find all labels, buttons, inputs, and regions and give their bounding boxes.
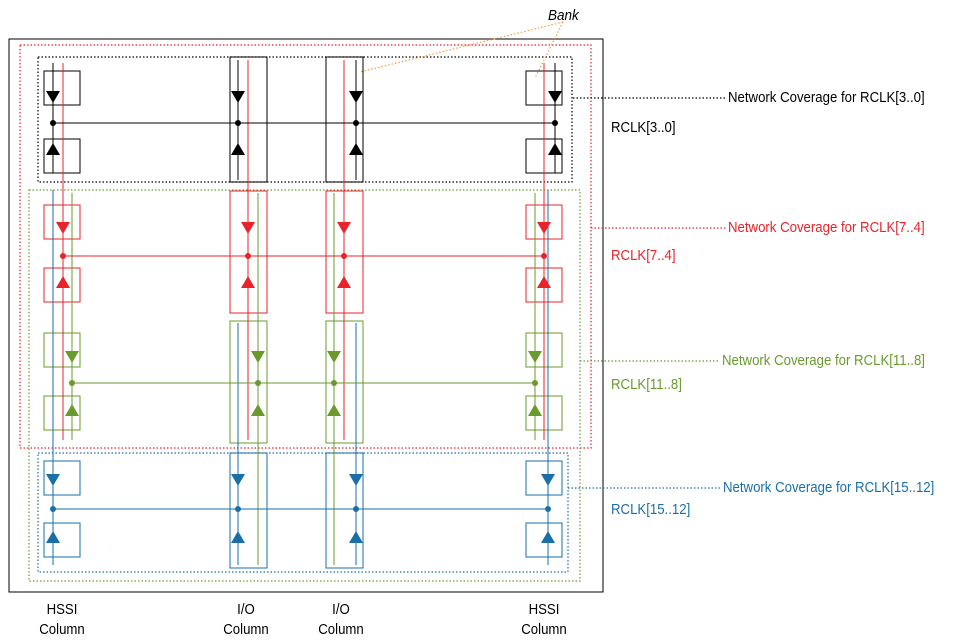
hssi-bank-box xyxy=(43,522,81,558)
clock-buffer-arrows-black xyxy=(46,91,562,155)
rclk-label-3-0: RCLK[3..0] xyxy=(611,119,676,136)
coverage-region-rclk-11-8 xyxy=(28,189,581,582)
hssi-bank-box xyxy=(43,204,81,240)
rclk-line-15-12 xyxy=(50,506,551,512)
hssi-bank-box xyxy=(525,522,563,558)
column-label-line1: HSSI xyxy=(46,601,78,618)
clock-lines-hssi-left xyxy=(52,63,73,565)
rclk-line-7-4 xyxy=(60,253,547,259)
rclk-label-7-4: RCLK[7..4] xyxy=(611,247,676,264)
column-label-io-2: I/O Column xyxy=(306,600,376,640)
rclk-label-15-12: RCLK[15..12] xyxy=(611,501,691,518)
rclk-line-3-0 xyxy=(50,120,558,126)
hssi-bank-box xyxy=(43,70,81,106)
hssi-bank-box xyxy=(43,138,81,174)
column-label-line2: Column xyxy=(223,621,269,638)
coverage-label-rclk-7-4: Network Coverage for RCLK[7..4] xyxy=(728,219,925,236)
hssi-bank-box xyxy=(43,267,81,303)
coverage-region-rclk-15-12 xyxy=(37,452,569,573)
coverage-label-rclk-15-12: Network Coverage for RCLK[15..12] xyxy=(723,479,935,496)
rclk-label-11-8: RCLK[11..8] xyxy=(611,376,682,393)
io-column-box-blue xyxy=(229,452,268,569)
column-label-line1: I/O xyxy=(237,601,255,618)
coverage-label-rclk-3-0: Network Coverage for RCLK[3..0] xyxy=(728,89,925,106)
coverage-region-rclk-3-0 xyxy=(37,56,573,183)
io-column-box-blue xyxy=(325,452,364,569)
device-border xyxy=(8,38,604,593)
hssi-bank-box xyxy=(43,332,81,368)
rclk-line-11-8 xyxy=(69,380,538,386)
column-label-line2: Column xyxy=(39,621,85,638)
column-label-line2: Column xyxy=(521,621,567,638)
column-label-io-1: I/O Column xyxy=(211,600,281,640)
column-label-hssi-left: HSSI Column xyxy=(27,600,97,640)
column-label-line2: Column xyxy=(318,621,364,638)
bank-label: Bank xyxy=(548,7,579,24)
bank-leader-lines xyxy=(359,21,564,79)
column-label-line1: HSSI xyxy=(528,601,560,618)
clock-buffer-arrows-red xyxy=(56,222,551,288)
hssi-bank-box xyxy=(43,395,81,431)
coverage-region-rclk-7-4 xyxy=(19,44,592,449)
clock-buffer-arrows-blue xyxy=(46,474,555,543)
hssi-bank-box xyxy=(525,460,563,496)
clock-buffer-arrows-green xyxy=(65,351,542,416)
column-label-line1: I/O xyxy=(332,601,350,618)
clock-lines-hssi-right xyxy=(534,63,556,565)
hssi-bank-box xyxy=(43,460,81,496)
column-label-hssi-right: HSSI Column xyxy=(509,600,579,640)
coverage-label-rclk-11-8: Network Coverage for RCLK[11..8] xyxy=(722,352,925,369)
